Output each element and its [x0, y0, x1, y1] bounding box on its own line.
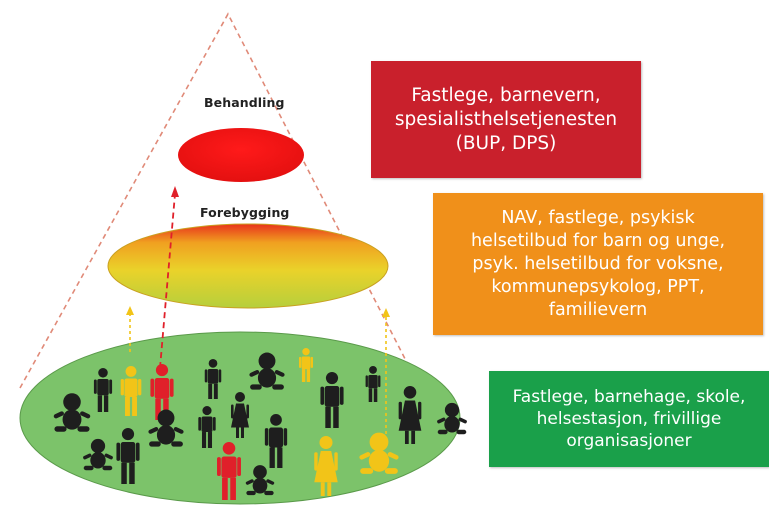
- person-figure: [217, 442, 241, 500]
- baby-figure: [245, 465, 275, 496]
- prevention-label: Forebygging: [200, 205, 290, 220]
- baby-figure: [359, 432, 399, 474]
- person-figure: [320, 372, 344, 428]
- person-figure: [264, 414, 288, 468]
- arrow-red-up: [159, 186, 179, 369]
- treatment-line: (BUP, DPS): [455, 132, 557, 154]
- person-figure: [120, 366, 142, 416]
- base-line: organisasjoner: [566, 431, 692, 451]
- prevention-line: helsetilbud for barn og unge,: [470, 230, 726, 251]
- pyramid-outline: [19, 12, 421, 389]
- baby-figure: [83, 438, 113, 471]
- person-figure: [365, 366, 381, 402]
- people-group: [53, 348, 467, 500]
- person-figure: [314, 436, 338, 496]
- person-figure: [298, 348, 314, 382]
- baby-figure: [148, 409, 184, 447]
- treatment-line: spesialisthelsetjenesten: [394, 108, 618, 130]
- person-figure: [204, 359, 222, 399]
- baby-figure: [249, 352, 285, 390]
- treatment-ellipse: [178, 128, 304, 182]
- person-figure: [231, 392, 249, 438]
- treatment-label: Behandling: [204, 95, 285, 110]
- treatment-line: Fastlege, barnevern,: [411, 84, 601, 106]
- person-figure: [93, 368, 113, 412]
- person-figure: [116, 428, 140, 484]
- person-figure: [150, 364, 174, 420]
- prevention-ellipse: [107, 223, 389, 309]
- baby-figure: [53, 393, 91, 432]
- person-figure: [198, 406, 216, 448]
- arrow-yellow-left: [126, 306, 134, 352]
- base-line: Fastlege, barnehage, skole,: [512, 387, 746, 407]
- arrow-yellow-right: [382, 308, 390, 440]
- prevention-line: familievern: [548, 299, 648, 320]
- person-figure: [398, 386, 422, 444]
- prevention-line: kommunepsykolog, PPT,: [491, 276, 705, 297]
- prevention-line: NAV, fastlege, psykisk: [501, 207, 695, 228]
- prevention-line: psyk. helsetilbud for voksne,: [472, 253, 724, 274]
- treatment-services-box: Fastlege, barnevern, spesialisthelsetjen…: [371, 61, 641, 178]
- prevention-services-box: NAV, fastlege, psykisk helsetilbud for b…: [433, 193, 763, 335]
- base-services-box: Fastlege, barnehage, skole, helsestasjon…: [489, 371, 769, 467]
- baby-figure: [437, 402, 467, 435]
- base-line: helsestasjon, frivillige: [536, 409, 722, 429]
